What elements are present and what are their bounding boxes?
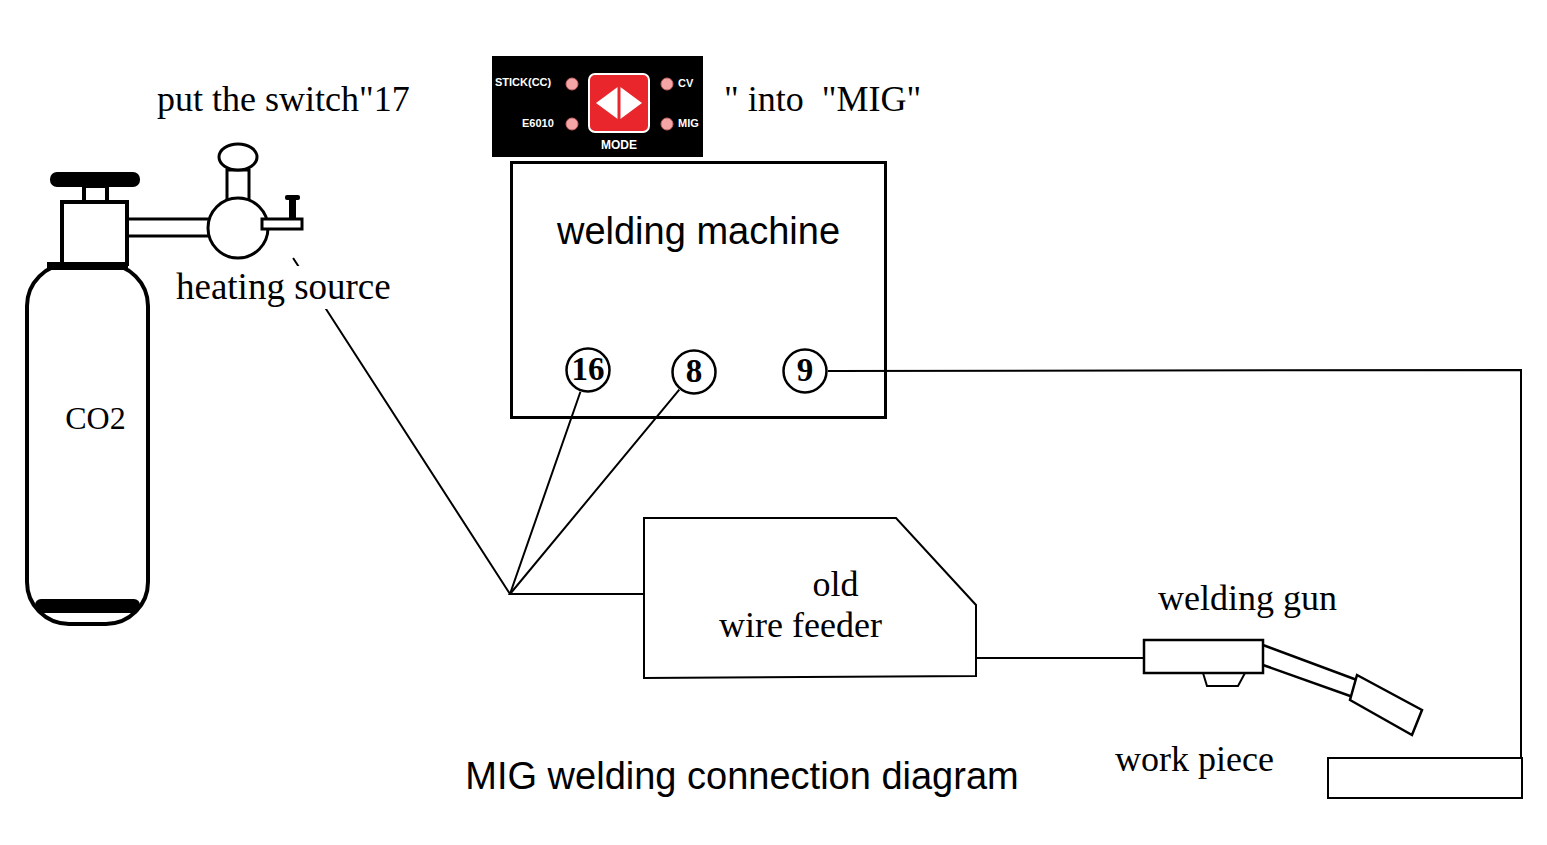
mode-panel: STICK(CC) CV E6010 MIG MODE [492, 56, 703, 157]
note-text: " into "MIG" [724, 79, 921, 120]
part-label: work piece [1115, 739, 1274, 780]
gas-label: CO2 [25, 400, 166, 437]
diagram-caption: MIG welding connection diagram [442, 755, 1042, 799]
part-label: heating source [174, 266, 393, 309]
part-label: welding gun [1158, 578, 1337, 619]
terminal-circle: 16 [565, 347, 611, 393]
terminal-number: 9 [782, 352, 828, 390]
wire-connector [510, 392, 643, 594]
wire-feeder-outline [643, 517, 977, 679]
machine-title: welding machine [513, 210, 884, 254]
mode-option: STICK(CC) [495, 76, 551, 89]
mode-option: MIG [678, 117, 699, 130]
valve-handle [50, 172, 140, 187]
gas-regulator: heating source [205, 140, 305, 258]
work-piece: work piece [1327, 757, 1523, 799]
mode-panel-outline [492, 56, 703, 157]
welding-gun-outline [1143, 636, 1425, 738]
terminal-circle: 9 [782, 348, 828, 394]
gas-pipe [125, 219, 211, 236]
terminal-number: 8 [671, 353, 717, 391]
gas-regulator-outline [205, 140, 305, 258]
wire-connector [977, 657, 1143, 659]
note-text: put the switch"17 [157, 79, 410, 120]
gas-cylinder: CO2 [25, 262, 166, 626]
mode-option: CV [678, 77, 693, 90]
gas-cylinder-outline [25, 262, 150, 626]
feeder-label: old wire feeder [713, 564, 888, 646]
terminal-circle: 8 [671, 349, 717, 395]
welding-machine: welding machine 16 8 9 [510, 161, 887, 419]
mode-option: E6010 [522, 117, 554, 130]
wire-feeder: old wire feeder [643, 517, 977, 679]
terminal-number: 16 [565, 351, 611, 389]
mode-button-label: MODE [589, 139, 649, 153]
welding-gun: welding gun [1143, 636, 1425, 738]
valve-body [62, 202, 127, 264]
